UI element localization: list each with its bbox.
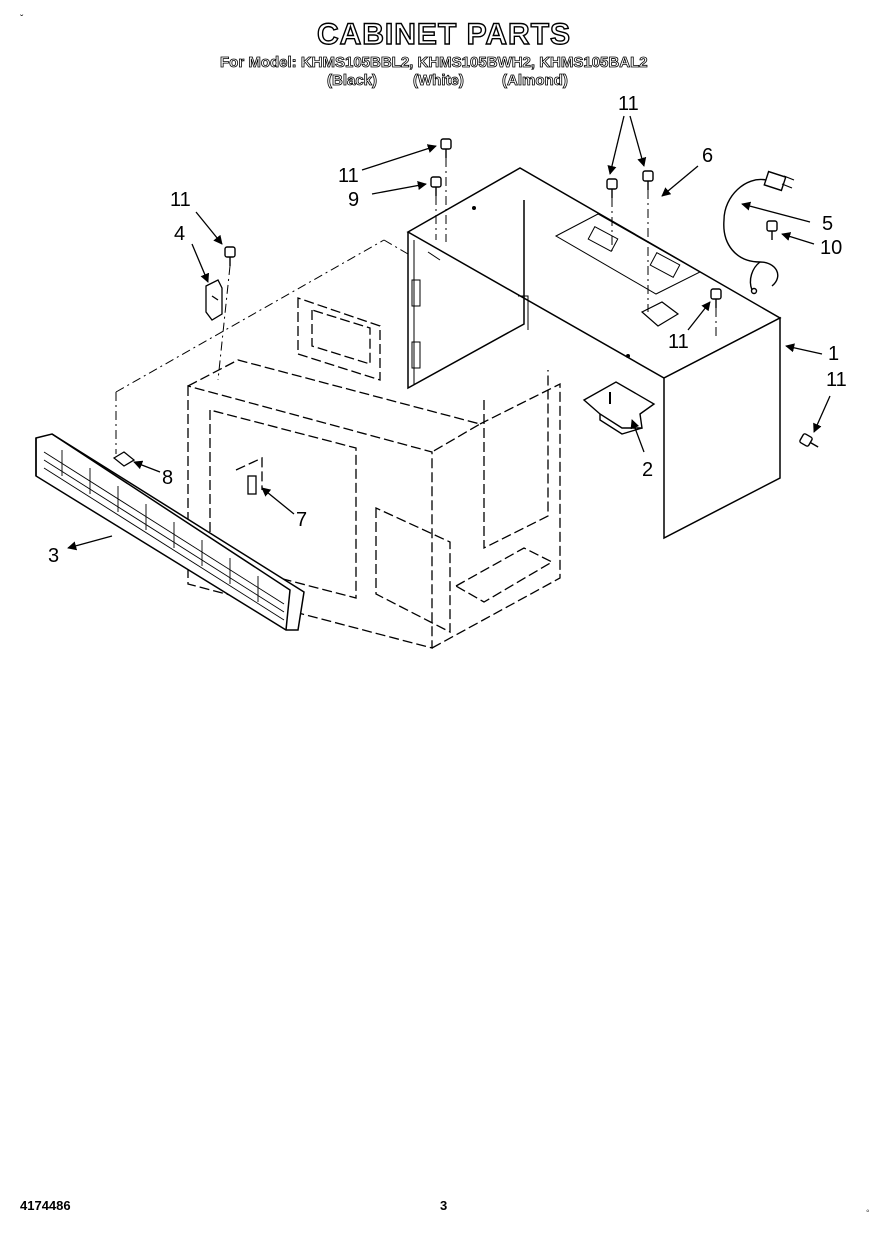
color-almond: (Almond) bbox=[502, 72, 569, 90]
screw-9 bbox=[430, 176, 442, 196]
callout-11-d: 11 bbox=[668, 331, 689, 353]
callout-11-e: 11 bbox=[826, 369, 847, 391]
callout-6: 6 bbox=[702, 145, 713, 167]
latch-part bbox=[247, 475, 257, 495]
inner-chassis bbox=[187, 297, 561, 649]
screw-10 bbox=[766, 220, 778, 240]
alignment-lines bbox=[115, 158, 717, 454]
callout-11-b: 11 bbox=[618, 93, 639, 115]
power-cord bbox=[723, 170, 795, 295]
page-title: CABINET PARTS bbox=[316, 17, 572, 51]
cabinet-wrapper bbox=[406, 167, 782, 540]
callout-9: 9 bbox=[348, 189, 359, 211]
model-numbers: For Model: KHMS105BBL2, KHMS105BWH2, KHM… bbox=[220, 54, 648, 72]
color-black: (Black) bbox=[327, 72, 378, 90]
vent-grille bbox=[35, 433, 305, 631]
callout-7: 7 bbox=[296, 509, 307, 531]
callout-3: 3 bbox=[48, 545, 59, 567]
screw-top-mid-a bbox=[606, 178, 618, 198]
callout-8: 8 bbox=[162, 467, 173, 489]
color-white: (White) bbox=[413, 72, 465, 90]
retainer-clip bbox=[112, 451, 136, 467]
mounting-bracket bbox=[582, 381, 656, 435]
callout-10: 10 bbox=[820, 237, 842, 259]
callout-2: 2 bbox=[642, 459, 653, 481]
page-number: 3 bbox=[440, 1198, 448, 1213]
screw-side bbox=[799, 433, 819, 448]
screw-left bbox=[224, 246, 236, 266]
callout-4: 4 bbox=[174, 223, 185, 245]
screw-top-left bbox=[440, 138, 452, 158]
screw-right-top bbox=[710, 288, 722, 308]
screws bbox=[224, 138, 819, 448]
callout-11-a: 11 bbox=[338, 165, 359, 187]
callout-1: 1 bbox=[828, 343, 839, 365]
callout-11-c: 11 bbox=[170, 189, 191, 211]
corner-mark-bottom: ◦ bbox=[866, 1206, 870, 1217]
leader-arrows bbox=[67, 115, 831, 551]
screw-top-mid-b bbox=[642, 170, 654, 190]
document-number: 4174486 bbox=[20, 1198, 71, 1213]
side-bracket bbox=[205, 279, 223, 321]
corner-mark-top: ˇ bbox=[20, 14, 24, 25]
callout-5: 5 bbox=[822, 213, 833, 235]
